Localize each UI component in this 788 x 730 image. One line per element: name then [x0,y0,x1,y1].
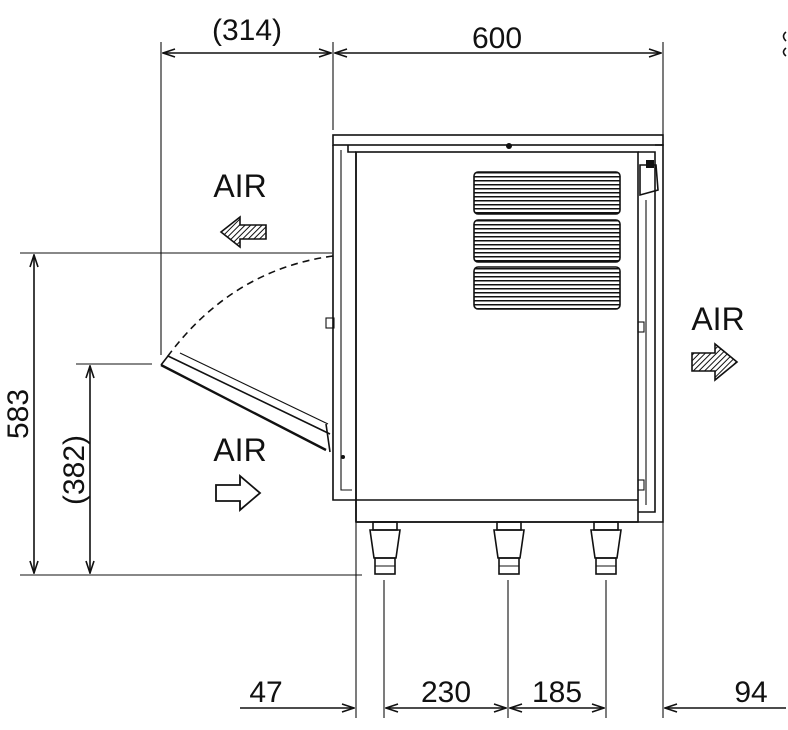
airflow-intake: AIR [213,432,267,512]
foot-middle [493,521,525,575]
airflow-exhaust-right: AIR [691,301,745,382]
arrow-right-icon [691,342,739,382]
foot-left [369,521,401,575]
grille-middle [473,219,621,263]
dimension-door-open-depth: (314) [160,14,334,355]
foot-spacing-1-label: 230 [421,676,471,709]
foot-spacing-2-label: 185 [532,676,582,709]
ventilation-grille [473,171,621,310]
bottom-extension-lines [355,522,664,718]
left-offset-label: 47 [249,676,282,709]
air-intake-label: AIR [213,432,266,468]
right-offset-label: 94 [734,676,767,709]
dimension-foot-spacing-1: 230 [386,676,506,709]
grille-lower [473,266,621,310]
dimension-overall-width: 600 [335,22,664,135]
grille-upper [473,171,621,215]
dimension-left-offset: 47 [240,676,354,709]
foot-right [590,521,622,575]
door-open-depth-label: (314) [212,14,282,47]
cropped-edge-mark [782,31,787,57]
air-exhaust-right-label: AIR [691,301,744,337]
dimension-right-offset: 94 [665,676,786,709]
top-screw-icon [506,143,512,149]
dimension-total-height: 583 [2,252,362,576]
airflow-exhaust-top: AIR [213,168,267,249]
air-exhaust-top-label: AIR [213,168,266,204]
dimension-door-hinge-height: (382) [58,363,152,573]
door-hinge-height-label: (382) [58,435,91,505]
total-height-label: 583 [2,389,35,439]
overall-width-label: 600 [472,22,522,55]
arrow-right-icon [215,474,262,512]
dimension-foot-spacing-2: 185 [510,676,604,709]
arrow-left-icon [219,215,267,249]
open-door [160,255,334,453]
